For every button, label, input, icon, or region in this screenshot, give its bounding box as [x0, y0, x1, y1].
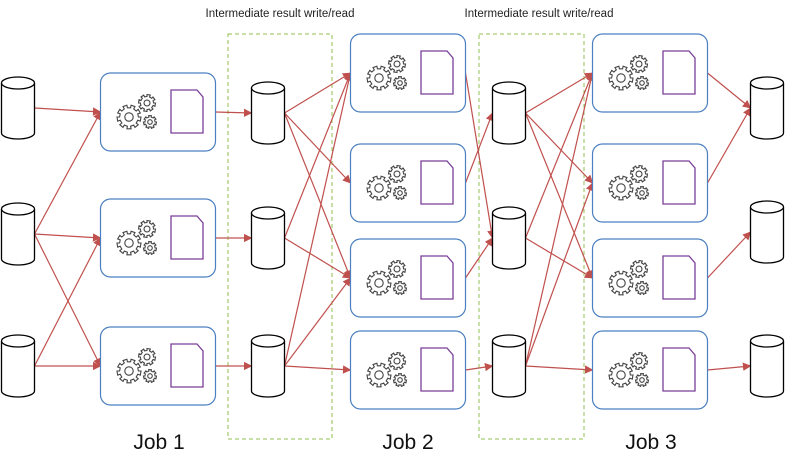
edge-job2-inter2-3-2 [465, 237, 493, 279]
job3-task-1 [591, 33, 709, 113]
edge-job3-output-3-2 [707, 231, 752, 279]
edge-job3-output-1-1 [707, 72, 752, 109]
edge-inter2-job3-2-3 [525, 237, 594, 279]
edges-layer [33, 72, 752, 374]
job2-task-1 [349, 33, 467, 113]
intermediate2-store-2 [491, 206, 527, 270]
gears-icon [366, 351, 408, 388]
edge-inter1-job2-3-1 [283, 72, 353, 367]
edge-inter2-job3-1-1 [525, 72, 594, 114]
document-icon [420, 50, 454, 95]
job1-task-3 [99, 326, 217, 406]
gears-icon [608, 54, 650, 91]
job3-task-2 [591, 143, 709, 223]
intermediate1-store-3 [250, 334, 286, 398]
intermediate-label-2: Intermediate result write/read [465, 8, 614, 20]
input-store-1 [0, 76, 36, 140]
edge-input2-task1 [33, 111, 102, 235]
document-icon [170, 343, 204, 388]
edge-inter2-job3-1-2 [525, 112, 594, 184]
gears-icon [366, 259, 408, 296]
job2-task-2 [349, 143, 467, 223]
gears-icon [366, 164, 408, 201]
intermediate2-store-1 [491, 81, 527, 145]
intermediate-zone-2 [478, 33, 585, 440]
edge-inter1-job2-1-2 [284, 112, 352, 184]
document-icon [420, 255, 454, 300]
gears-icon [608, 259, 650, 296]
edge-inter2-job3-3-2 [524, 182, 594, 367]
document-icon [170, 215, 204, 260]
input-store-2 [0, 202, 36, 266]
edge-job2-inter2-4-3 [465, 362, 494, 372]
gears-icon [608, 164, 650, 201]
edge-job1-inter1-1 [215, 108, 253, 117]
edge-inter2-job3-3-1 [524, 72, 595, 367]
edge-inter1-job2-1-3 [283, 112, 352, 279]
edge-job2-inter2-2-1 [464, 112, 494, 184]
intermediate1-store-1 [250, 81, 286, 145]
document-icon [420, 160, 454, 205]
edge-input1-task1 [34, 107, 102, 116]
edge-input3-task2 [33, 237, 102, 367]
job-label-3: Job 3 [625, 431, 676, 454]
job1-task-1 [99, 72, 217, 152]
intermediate1-store-2 [250, 206, 286, 270]
edge-inter1-job2-1-1 [284, 72, 352, 114]
gears-icon [366, 54, 408, 91]
edge-inter2-job3-3-4 [525, 365, 594, 374]
edge-inter1-job2-2-1 [283, 72, 352, 239]
edge-job3-output-4-3 [707, 362, 752, 371]
gears-icon [116, 219, 158, 256]
job-label-2: Job 2 [382, 431, 433, 454]
document-icon [170, 89, 204, 134]
edge-inter1-job2-3-4 [284, 365, 352, 374]
edge-inter2-job3-1-3 [524, 112, 594, 279]
edge-job2-inter2-1-2 [464, 72, 496, 239]
edge-job3-output-2-1 [706, 107, 752, 184]
job2-task-3 [349, 238, 467, 318]
document-icon [662, 160, 696, 205]
output-store-3 [749, 334, 785, 398]
edge-inter1-job2-2-3 [284, 237, 352, 279]
intermediate2-store-3 [491, 334, 527, 398]
output-store-2 [749, 200, 785, 264]
job1-task-2 [99, 198, 217, 278]
document-icon [662, 50, 696, 95]
job3-task-3 [591, 238, 709, 318]
gears-icon [116, 93, 158, 130]
input-store-3 [0, 334, 36, 398]
job3-task-4 [591, 330, 709, 410]
document-icon [420, 347, 454, 392]
intermediate-label-1: Intermediate result write/read [206, 8, 355, 20]
document-icon [662, 255, 696, 300]
edge-inter1-job2-3-3 [284, 277, 352, 367]
output-store-1 [749, 76, 785, 140]
gears-icon [608, 351, 650, 388]
document-icon [662, 347, 696, 392]
edge-input2-task2 [34, 233, 102, 242]
intermediate-zone-1 [227, 33, 333, 440]
edge-input2-task3 [33, 233, 102, 367]
nodes-layer [0, 33, 785, 410]
gears-icon [116, 347, 158, 384]
job2-task-4 [349, 330, 467, 410]
edge-inter2-job3-2-1 [524, 72, 594, 239]
job-label-1: Job 1 [133, 431, 184, 454]
